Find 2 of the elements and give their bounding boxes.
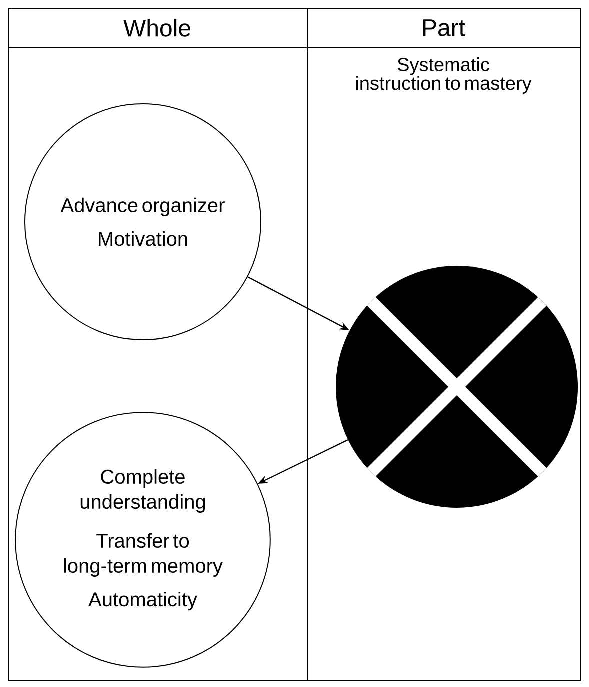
crossed-circle: [336, 266, 578, 508]
column-panel: Part Systematic instruction to mastery: [306, 8, 581, 681]
